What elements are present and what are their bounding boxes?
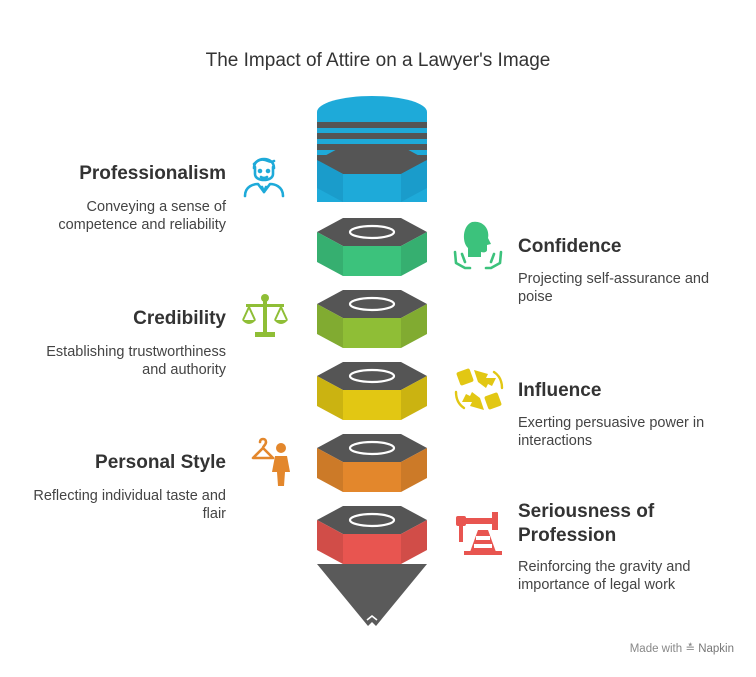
- segment-credibility: [317, 290, 427, 348]
- desc-line: and authority: [142, 362, 226, 378]
- confidence-head-icon: [453, 221, 503, 270]
- label-influence: Influence: [518, 380, 602, 401]
- stack-tip: [317, 564, 427, 626]
- label-credibility: Credibility: [133, 308, 226, 329]
- nut-hole: [348, 224, 396, 240]
- desc-line: interactions: [518, 433, 593, 449]
- segment-top-face: [317, 506, 427, 534]
- desc-line: poise: [518, 289, 553, 305]
- segment-side-right: [401, 232, 427, 276]
- influence-arrows-icon: [454, 368, 504, 410]
- desc-line: competence and reliability: [58, 217, 226, 233]
- page-title: The Impact of Attire on a Lawyer's Image: [205, 50, 551, 71]
- segment-top-face: [317, 362, 427, 390]
- stack-tip-mark: [366, 614, 378, 621]
- desc-line: importance of legal work: [518, 577, 676, 593]
- segment-front-face: [343, 318, 401, 348]
- segment-side-right: [401, 520, 427, 564]
- segment-side-right: [401, 304, 427, 348]
- segment-confidence: [317, 218, 427, 276]
- segment-side-left: [317, 520, 343, 564]
- nut-hole: [348, 440, 396, 456]
- segment-front-face: [343, 390, 401, 420]
- label-personal-style: Personal Style: [95, 452, 226, 473]
- lawyer-icon: [243, 157, 285, 198]
- segment-seriousness: [317, 506, 427, 564]
- segment-professionalism: [317, 96, 427, 202]
- desc-line: Exerting persuasive power in: [518, 415, 705, 431]
- scales-icon: [242, 294, 288, 337]
- desc-personal-style: Reflecting individual taste and flair: [33, 487, 226, 523]
- label-professionalism: Professionalism: [79, 163, 226, 184]
- desc-line: flair: [202, 506, 226, 522]
- segment-front-face: [343, 534, 401, 564]
- desc-professionalism: Conveying a sense of competence and reli…: [58, 198, 226, 234]
- desc-line: Reinforcing the gravity and: [518, 559, 691, 575]
- label-confidence: Confidence: [518, 236, 622, 257]
- label-line: Profession: [518, 525, 617, 546]
- segment-side-left: [317, 448, 343, 492]
- brand-text: Napkin: [698, 643, 734, 655]
- hanger-person-icon: [251, 437, 290, 486]
- desc-seriousness: Reinforcing the gravity and importance o…: [518, 558, 691, 594]
- footer-credit: Made with ≛ Napkin: [630, 641, 734, 655]
- segment-top-face: [317, 218, 427, 246]
- segment-influence: [317, 362, 427, 420]
- segment-side-left: [317, 232, 343, 276]
- segment-front-face: [343, 462, 401, 492]
- desc-line: Establishing trustworthiness: [46, 344, 226, 360]
- nut-hole: [348, 512, 396, 528]
- desc-line: Conveying a sense of: [86, 199, 226, 215]
- desc-confidence: Projecting self-assurance and poise: [518, 270, 709, 306]
- desc-line: Reflecting individual taste and: [33, 488, 226, 504]
- label-line: Seriousness of: [518, 501, 655, 522]
- segment-front-face: [343, 246, 401, 276]
- nut-hole: [348, 368, 396, 384]
- segment-side-right: [401, 448, 427, 492]
- segment-side-right: [401, 376, 427, 420]
- segment-top-face: [317, 290, 427, 318]
- nut-hole: [348, 296, 396, 312]
- label-seriousness: Seriousness of Profession: [518, 500, 654, 548]
- segment-side-left: [317, 376, 343, 420]
- seriousness-icon: [456, 512, 502, 555]
- napkin-logo-icon: ≛: [685, 643, 695, 655]
- segment-personal-style: [317, 434, 427, 492]
- made-with-text: Made with: [629, 643, 683, 655]
- desc-credibility: Establishing trustworthiness and authori…: [46, 343, 226, 379]
- segment-side-left: [317, 304, 343, 348]
- desc-influence: Exerting persuasive power in interaction…: [518, 414, 704, 450]
- segment-top-face: [317, 434, 427, 462]
- desc-line: Projecting self-assurance and: [518, 271, 710, 287]
